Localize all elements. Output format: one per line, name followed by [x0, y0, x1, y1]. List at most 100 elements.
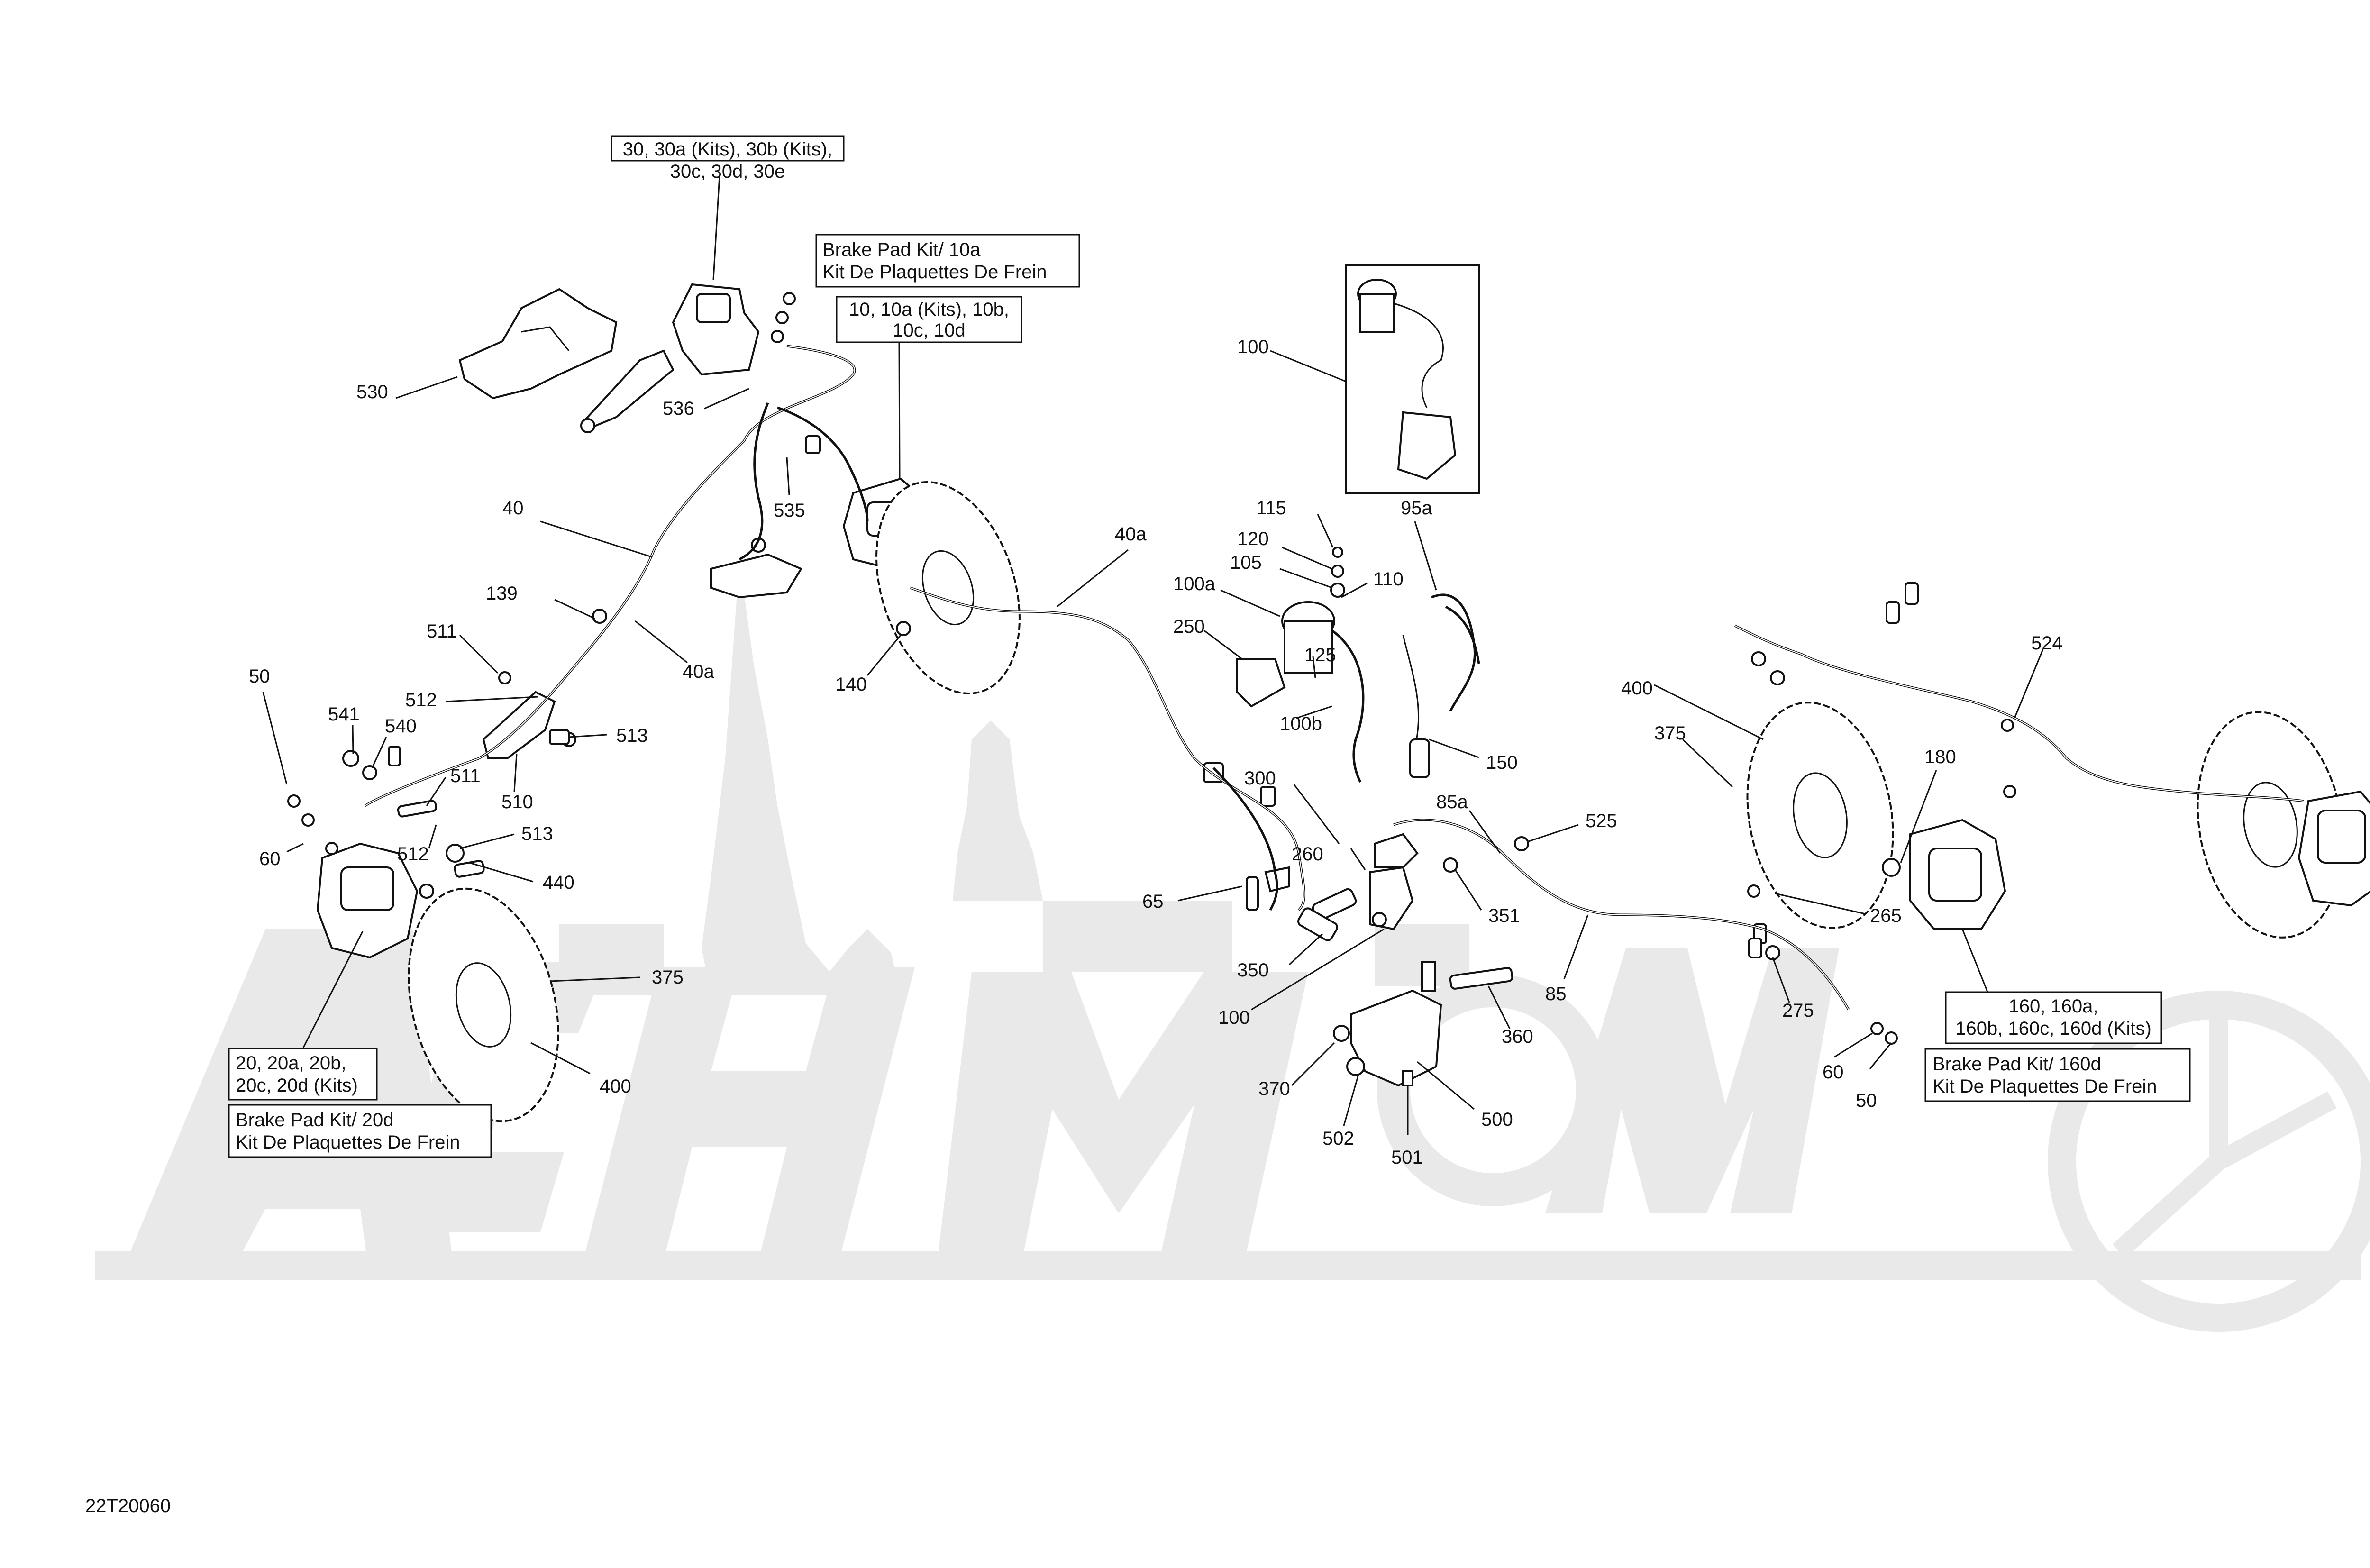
callout-375-left: 375	[652, 967, 684, 988]
label-boxes: 30, 30a (Kits), 30b (Kits), 30c, 30d, 30…	[228, 135, 2191, 1158]
rear-master-cylinder	[1236, 601, 1365, 783]
front-disc-upper	[875, 481, 1021, 694]
callout-350: 350	[1237, 960, 1269, 981]
box-10-line-2: 10c, 10d	[893, 320, 965, 341]
callout-140: 140	[835, 674, 867, 695]
callout-300: 300	[1244, 768, 1276, 789]
brake-pedal-assembly	[1264, 833, 1419, 930]
callout-540: 540	[385, 716, 417, 737]
callout-60-right: 60	[1823, 1062, 1844, 1083]
drawing-id: 22T20060	[85, 1495, 171, 1516]
right-caliper-160	[1909, 819, 2006, 930]
reservoir-hose-95a	[1431, 593, 1480, 712]
right-disc-middle	[1746, 702, 1894, 929]
callout-105: 105	[1230, 552, 1262, 573]
box-160-line-2: 160b, 160c, 160d (Kits)	[1955, 1018, 2151, 1039]
callout-125: 125	[1304, 645, 1336, 665]
switch-150	[1402, 635, 1430, 778]
callout-40a-right: 40a	[1115, 524, 1147, 545]
callout-260: 260	[1292, 844, 1323, 865]
mount-bracket-530	[458, 288, 618, 400]
callout-351: 351	[1488, 905, 1520, 926]
box-20-line-1: 20, 20a, 20b,	[236, 1053, 346, 1074]
callout-250: 250	[1173, 616, 1205, 637]
box-brake-160d-line-1: Brake Pad Kit/ 160d	[1932, 1054, 2101, 1075]
callout-525: 525	[1586, 811, 1617, 831]
callout-180: 180	[1924, 747, 1956, 767]
box-160-line-1: 160, 160a,	[2008, 996, 2098, 1017]
callout-440: 440	[543, 872, 574, 893]
box-20-line-2: 20c, 20d (Kits)	[236, 1075, 358, 1096]
caliper-bracket-535	[710, 553, 802, 599]
callout-511-top: 511	[427, 621, 457, 642]
box-brake-160d-frame	[1924, 1048, 2191, 1102]
mount-bracket-500	[1333, 961, 1513, 1087]
callout-150: 150	[1486, 752, 1518, 773]
callout-541: 541	[328, 704, 360, 725]
watermark	[95, 559, 2370, 1332]
callout-360: 360	[1502, 1026, 1533, 1047]
reservoir-assembly-box	[1345, 264, 1480, 494]
callout-40: 40	[502, 498, 524, 519]
callout-50-right: 50	[1856, 1090, 1877, 1111]
callout-370: 370	[1258, 1078, 1290, 1099]
callout-115: 115	[1256, 498, 1286, 519]
left-disc	[408, 887, 559, 1122]
box-brake-20d-line-1: Brake Pad Kit/ 20d	[236, 1110, 394, 1130]
box-brake-10a-line-1: Brake Pad Kit/ 10a	[822, 239, 981, 260]
callout-265: 265	[1870, 905, 1902, 926]
callout-512-top: 512	[405, 690, 437, 711]
callout-500: 500	[1481, 1109, 1513, 1130]
callout-95a: 95a	[1401, 498, 1432, 519]
callout-536: 536	[663, 398, 694, 419]
callout-530: 530	[356, 382, 388, 402]
box-30-line-1: 30, 30a (Kits), 30b (Kits),	[623, 139, 832, 160]
callout-50-left: 50	[249, 666, 270, 687]
callout-501: 501	[1391, 1147, 1423, 1168]
left-caliper	[316, 842, 419, 959]
callout-513-top: 513	[616, 725, 648, 746]
callout-40a-left: 40a	[683, 661, 714, 682]
callout-85a: 85a	[1436, 792, 1468, 812]
box-brake-10a-line-2: Kit De Plaquettes De Frein	[822, 262, 1047, 283]
box-30-frame	[611, 135, 845, 162]
brake-lines	[364, 345, 2304, 1011]
front-master-cylinder	[580, 283, 760, 433]
box-brake-10a-frame	[815, 234, 1080, 288]
box-10-frame	[836, 296, 1022, 343]
callout-100-bottom: 100	[1218, 1007, 1250, 1028]
callout-120: 120	[1237, 529, 1269, 549]
callout-524: 524	[2031, 633, 2063, 654]
box-brake-20d-line-2: Kit De Plaquettes De Frein	[236, 1132, 460, 1153]
callout-275: 275	[1782, 1000, 1814, 1021]
callout-513-mid: 513	[521, 823, 553, 844]
callout-85: 85	[1545, 984, 1567, 1004]
callouts: 530 536 535 40 139 40a 140 40a 511 50 54…	[249, 337, 2063, 1168]
parts	[287, 264, 2370, 1122]
rear-caliper	[2297, 790, 2370, 907]
callout-60-left: 60	[259, 848, 281, 869]
callout-535: 535	[774, 500, 805, 521]
box-30-line-2: 30c, 30d, 30e	[670, 161, 785, 182]
callout-139: 139	[486, 583, 518, 604]
box-160-frame	[1945, 991, 2162, 1044]
box-10-line-1: 10, 10a (Kits), 10b,	[849, 299, 1009, 320]
leader-lines	[262, 175, 2044, 1135]
callout-375-right: 375	[1654, 723, 1686, 744]
callout-511-mid: 511	[450, 766, 481, 786]
callout-110: 110	[1373, 569, 1404, 590]
hardware	[287, 292, 2016, 1045]
box-20-frame	[228, 1048, 378, 1101]
callout-512-mid: 512	[397, 844, 429, 865]
box-brake-160d-line-2: Kit De Plaquettes De Frein	[1932, 1076, 2157, 1097]
callout-100b: 100b	[1280, 713, 1322, 734]
watermark-church	[559, 559, 1469, 995]
box-brake-20d-frame	[228, 1104, 492, 1158]
watermark-letters	[95, 929, 2370, 1332]
callout-100a: 100a	[1173, 574, 1216, 594]
callout-400-right: 400	[1621, 678, 1653, 699]
callout-400-left: 400	[600, 1076, 631, 1097]
callout-65: 65	[1142, 891, 1164, 912]
callout-510: 510	[501, 792, 533, 812]
